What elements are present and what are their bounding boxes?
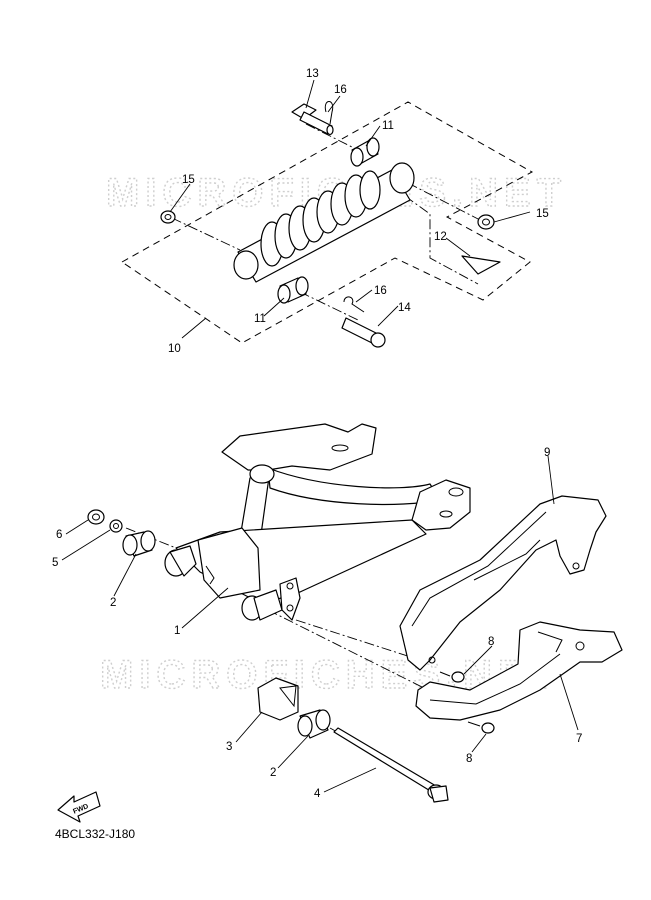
screw-8-lower — [467, 721, 495, 734]
callout-2-lower: 2 — [270, 767, 276, 779]
callout-16-top: 16 — [334, 84, 347, 96]
callout-8-upper: 8 — [488, 636, 494, 648]
callout-15-right: 15 — [536, 208, 549, 220]
bushing-2-lower — [297, 709, 331, 739]
pin-14 — [341, 317, 386, 348]
callout-4: 4 — [314, 788, 321, 800]
bushing-11-top — [350, 137, 380, 167]
fwd-arrow: FWD — [57, 791, 101, 823]
bushing-11-bottom — [277, 276, 309, 304]
pivot-shaft-4 — [333, 727, 449, 803]
watermark-group: MICROFICHES.NET MICROFICHES.NET — [99, 170, 562, 697]
callout-16-bottom: 16 — [374, 285, 387, 297]
callout-11-top: 11 — [382, 120, 394, 132]
callout-11-bottom: 11 — [254, 313, 266, 325]
callout-5: 5 — [52, 557, 58, 569]
assembly-line-15a — [171, 217, 241, 251]
assembly-line-14 — [299, 291, 359, 321]
callout-9: 9 — [544, 447, 550, 459]
bushing-3 — [257, 677, 299, 721]
assembly-line-3 — [267, 609, 429, 691]
callout-1: 1 — [174, 625, 180, 637]
swingarm-assembly-group — [87, 423, 623, 803]
shock-assembly-group — [121, 101, 534, 348]
callout-15-left: 15 — [182, 174, 195, 186]
shock-group-outline — [121, 101, 534, 344]
cotter-pin-16-bottom — [343, 296, 365, 313]
callout-8-lower: 8 — [466, 753, 472, 765]
diagram-code: 4BCL332-J180 — [55, 827, 135, 841]
shock-absorber — [233, 162, 415, 283]
nut-6 — [87, 509, 105, 525]
callout-7: 7 — [576, 733, 582, 745]
washer-15-left — [160, 210, 176, 224]
assembly-line-9 — [295, 619, 421, 661]
callout-10: 10 — [168, 343, 181, 355]
washer-5 — [109, 519, 123, 533]
callout-13: 13 — [306, 68, 319, 80]
callout-14: 14 — [398, 302, 411, 314]
callout-2-upper: 2 — [110, 597, 116, 609]
bolt-13 — [291, 103, 334, 136]
decal-12 — [461, 255, 501, 275]
leader-lines — [61, 79, 579, 793]
cotter-pin-16-top — [324, 101, 334, 125]
bushing-2-upper — [122, 530, 156, 557]
shock-spring — [260, 170, 381, 267]
chain-guard-7 — [415, 621, 623, 721]
screw-8-upper — [439, 671, 465, 683]
chain-guard-9 — [399, 495, 607, 671]
swingarm-1 — [164, 423, 471, 621]
washer-15-right — [477, 214, 495, 230]
callout-3: 3 — [226, 741, 232, 753]
callout-12: 12 — [434, 231, 447, 243]
callout-6: 6 — [56, 529, 62, 541]
assembly-line-15b — [407, 182, 481, 221]
callouts: 13 16 11 15 15 12 16 14 11 10 9 6 5 2 1 … — [52, 68, 582, 800]
